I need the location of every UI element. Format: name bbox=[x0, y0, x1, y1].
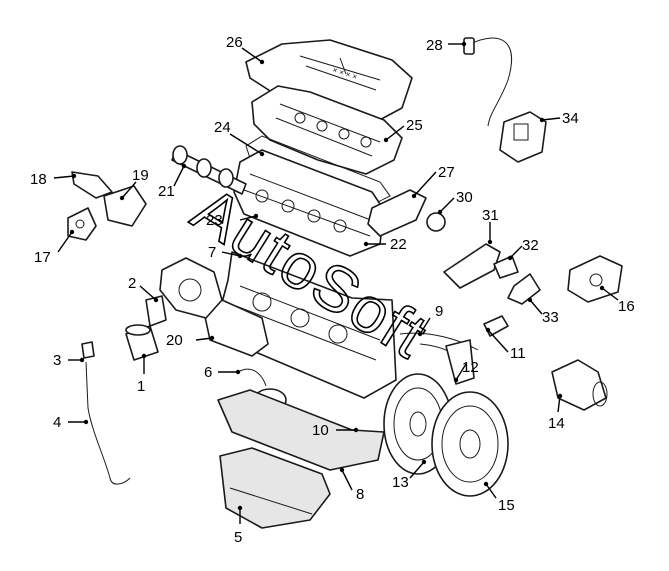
callout-5: 5 bbox=[234, 529, 242, 546]
callout-33: 33 bbox=[542, 309, 559, 326]
callout-11: 11 bbox=[510, 345, 526, 362]
callout-17: 17 bbox=[34, 249, 51, 266]
callout-20: 20 bbox=[166, 332, 183, 349]
dipstick-tube-part bbox=[85, 361, 131, 485]
callout-30: 30 bbox=[456, 189, 473, 206]
coolant-elbow-part bbox=[507, 273, 541, 305]
bracket-part bbox=[445, 339, 475, 385]
clutch-part bbox=[431, 391, 509, 497]
housing-gasket-part bbox=[367, 189, 427, 237]
callout-14: 14 bbox=[548, 415, 565, 432]
engine-mount-part bbox=[67, 207, 97, 241]
hose-part bbox=[483, 315, 509, 337]
callout-32: 32 bbox=[522, 237, 539, 254]
callout-24: 24 bbox=[214, 119, 231, 136]
callout-19: 19 bbox=[132, 167, 149, 184]
leader-dots bbox=[69, 41, 605, 511]
thermostat-part bbox=[493, 255, 519, 279]
callout-15: 15 bbox=[498, 497, 515, 514]
callout-23: 23 bbox=[206, 212, 223, 229]
engine-block-part bbox=[217, 251, 397, 399]
callout-2: 2 bbox=[128, 275, 136, 292]
callout-28: 28 bbox=[426, 37, 443, 54]
rocker-cover-part bbox=[251, 85, 403, 175]
oil-pan-lower-part bbox=[219, 447, 331, 529]
mounting-plate-part bbox=[103, 185, 147, 227]
callout-1: 1 bbox=[137, 378, 145, 395]
oil-pump-part bbox=[159, 257, 223, 319]
callout-10: 10 bbox=[312, 422, 329, 439]
callout-6: 6 bbox=[204, 364, 212, 381]
callout-16: 16 bbox=[618, 298, 635, 315]
callout-12: 12 bbox=[462, 359, 479, 376]
callout-34: 34 bbox=[562, 110, 579, 127]
callout-31: 31 bbox=[482, 207, 499, 224]
callout-26: 26 bbox=[226, 34, 243, 51]
callout-3: 3 bbox=[53, 352, 61, 369]
callout-4: 4 bbox=[53, 414, 61, 431]
seal-part bbox=[426, 212, 446, 232]
sensor-plug-part bbox=[463, 37, 475, 55]
callout-25: 25 bbox=[406, 117, 423, 134]
engine-cover-part: × × × × bbox=[245, 39, 413, 125]
oil-filter-part bbox=[125, 295, 167, 361]
callout-labels: 1 2 3 4 5 6 7 8 9 10 11 12 13 14 15 16 1… bbox=[30, 34, 635, 546]
callout-13: 13 bbox=[392, 474, 409, 491]
ignition-coil-part bbox=[499, 111, 547, 163]
sensor-wire-part bbox=[469, 37, 513, 127]
leader-lines bbox=[53, 43, 619, 524]
starter-motor-part bbox=[551, 359, 608, 411]
callout-18: 18 bbox=[30, 171, 47, 188]
callout-7: 7 bbox=[208, 244, 216, 261]
camshaft-part bbox=[171, 145, 247, 195]
callout-9: 9 bbox=[435, 303, 443, 320]
oil-pan-upper-part bbox=[217, 389, 385, 471]
callout-21: 21 bbox=[158, 183, 175, 200]
dipstick-cap-part bbox=[81, 341, 95, 359]
coolant-outlet-part bbox=[443, 243, 501, 289]
callout-22: 22 bbox=[390, 236, 407, 253]
mount-bracket-part bbox=[71, 171, 113, 199]
callout-27: 27 bbox=[438, 164, 455, 181]
thermostat-housing-part bbox=[567, 255, 623, 303]
callout-8: 8 bbox=[356, 486, 364, 503]
